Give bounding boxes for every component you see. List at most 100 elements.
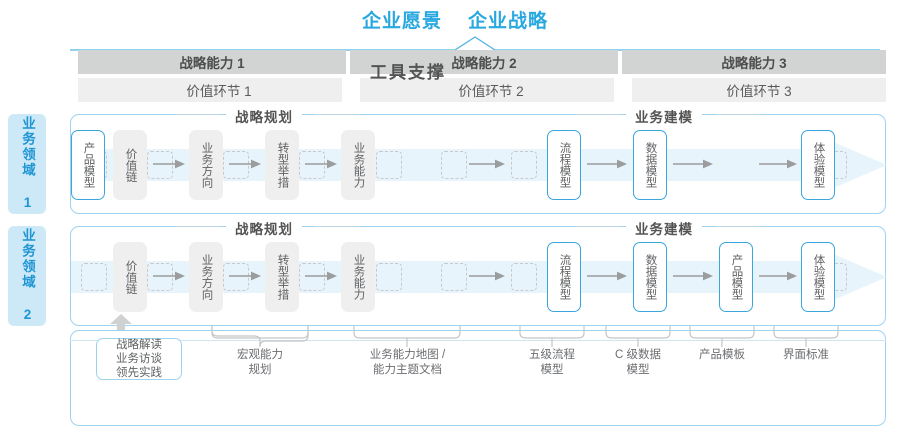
chip-line-3: 领先实践 [116, 367, 162, 379]
step-box-process-model-2[interactable]: 流程模型 [547, 242, 581, 312]
brace-icon [353, 326, 461, 347]
placeholder-box [441, 263, 467, 291]
arrow-right-icon [673, 159, 713, 169]
step-label: 数据模型 [644, 142, 657, 188]
step-box-experience-model-2[interactable]: 体验模型 [801, 242, 835, 312]
arrow-right-icon [229, 159, 261, 169]
arrow-right-icon [759, 159, 797, 169]
step-box-data-model-2[interactable]: 数据模型 [633, 242, 667, 312]
step-box-transformation-measures-2[interactable]: 转型举措 [265, 242, 299, 312]
tool-label-line: 宏观能力 [237, 349, 283, 361]
step-box-business-direction-2[interactable]: 业务方向 [189, 242, 223, 312]
brace-icon [689, 326, 755, 347]
tool-support-divider [70, 340, 886, 341]
tool-label-line: 五级流程 [529, 349, 575, 361]
placeholder-box [376, 151, 402, 179]
chip-line-2: 业务访谈 [116, 353, 162, 365]
tool-label-line: 规划 [248, 364, 272, 376]
section-title-strategy-planning-2: 战略规划 [226, 218, 302, 237]
step-box-business-capability-2[interactable]: 业务能力 [341, 242, 375, 312]
placeholder-box [81, 263, 107, 291]
brace-icon [211, 325, 309, 348]
tool-label-five-level-process-model: 五级流程 模型 [508, 348, 596, 378]
title-enterprise-strategy: 企业战略 [468, 11, 549, 32]
arrow-right-icon [153, 159, 185, 169]
placeholder-box [511, 263, 537, 291]
title-enterprise-vision: 企业愿景 [361, 11, 442, 32]
arrow-right-icon [469, 159, 505, 169]
arrow-right-icon [305, 271, 337, 281]
domain-label-2: 业务领域 2 [20, 228, 35, 324]
placeholder-box [223, 151, 249, 179]
placeholder-box [223, 263, 249, 291]
tool-label-line: 模型 [626, 364, 650, 376]
domain-label-1: 业务领域 1 [20, 116, 35, 212]
tool-label-ui-standard: 界面标准 [762, 348, 850, 363]
step-label: 转型举措 [276, 254, 289, 300]
step-label: 转型举措 [276, 142, 289, 188]
tool-label-line: 能力主题文档 [373, 364, 442, 376]
step-label: 数据模型 [644, 254, 657, 300]
arrow-up-icon [110, 314, 132, 340]
chevron-notch-icon-3 [886, 78, 900, 102]
domain-row-2: 战略规划 业务建模 价值链 业务方向 转型举措 业务能力 流程模型 数据模型 产… [70, 218, 887, 326]
section-title-business-modeling-2: 业务建模 [626, 218, 702, 237]
placeholder-box [299, 151, 325, 179]
step-label: 产品模型 [730, 254, 743, 300]
arrow-right-icon [229, 271, 261, 281]
arrow-right-icon [587, 271, 627, 281]
sidebar-item-business-domain-1[interactable]: 业务领域 1 [8, 114, 46, 214]
placeholder-box [147, 263, 173, 291]
section-title-strategy-planning-1: 战略规划 [226, 106, 302, 125]
arrow-right-icon [759, 271, 797, 281]
sidebar-item-business-domain-2[interactable]: 业务领域 2 [8, 226, 46, 326]
step-label: 体验模型 [812, 142, 825, 188]
value-link-bar: 价值环节 1 价值环节 2 价值环节 3 [78, 78, 900, 102]
capability-cell-1: 战略能力 1 [78, 50, 346, 74]
tool-label-line: 界面标准 [783, 349, 829, 361]
placeholder-box [441, 151, 467, 179]
step-box-value-chain-2[interactable]: 价值链 [113, 242, 147, 312]
step-box-process-model-1[interactable]: 流程模型 [547, 130, 581, 200]
brace-icon [519, 326, 585, 347]
strategic-capability-bar: 战略能力 1 战略能力 2 战略能力 3 [78, 50, 886, 74]
step-box-experience-model-1[interactable]: 体验模型 [801, 130, 835, 200]
step-box-business-capability-1[interactable]: 业务能力 [341, 130, 375, 200]
section-title-business-modeling-1: 业务建模 [626, 106, 702, 125]
arrow-right-icon [469, 271, 505, 281]
tool-label-line: C 级数据 [615, 349, 661, 361]
tool-support-title: 工具支撑 [370, 63, 446, 82]
step-label: 体验模型 [812, 254, 825, 300]
arrow-right-icon [153, 271, 185, 281]
step-label: 业务方向 [200, 142, 213, 188]
tool-label-product-template: 产品模板 [678, 348, 766, 363]
step-box-data-model-1[interactable]: 数据模型 [633, 130, 667, 200]
placeholder-box [147, 151, 173, 179]
arrow-right-icon [305, 159, 337, 169]
arrow-right-icon [587, 159, 627, 169]
value-link-label-3: 价值环节 3 [726, 84, 792, 99]
tool-label-capability-map: 业务能力地图 / 能力主题文档 [350, 348, 465, 378]
placeholder-box [376, 263, 402, 291]
step-box-value-chain-1[interactable]: 价值链 [113, 130, 147, 200]
tool-label-line: 模型 [540, 364, 564, 376]
step-label: 业务能力 [352, 254, 365, 300]
step-label: 业务方向 [200, 254, 213, 300]
step-box-product-model-2[interactable]: 产品模型 [719, 242, 753, 312]
chip-line-1: 战略解读 [116, 339, 162, 351]
value-link-cell-3: 价值环节 3 [622, 78, 896, 102]
tool-label-c-level-data-model: C 级数据 模型 [594, 348, 682, 378]
step-box-transformation-measures-1[interactable]: 转型举措 [265, 130, 299, 200]
step-box-business-direction-1[interactable]: 业务方向 [189, 130, 223, 200]
step-label: 价值链 [124, 259, 137, 295]
brace-icon [773, 326, 839, 347]
tool-chip-strategy-interpretation[interactable]: 战略解读 业务访谈 领先实践 [96, 338, 182, 380]
chevron-notch-icon-1 [342, 78, 360, 102]
tool-label-line: 产品模板 [699, 349, 745, 361]
domain-row-1: 战略规划 业务建模 价值链 业务方向 转型举措 业务能力 流程模型 数据模型 产… [70, 106, 887, 214]
step-label: 流程模型 [558, 142, 571, 188]
tool-label-macro-capability-planning: 宏观能力 规划 [215, 348, 305, 378]
step-box-product-model-1[interactable]: 产品模型 [71, 130, 105, 200]
capability-cell-3: 战略能力 3 [622, 50, 886, 74]
